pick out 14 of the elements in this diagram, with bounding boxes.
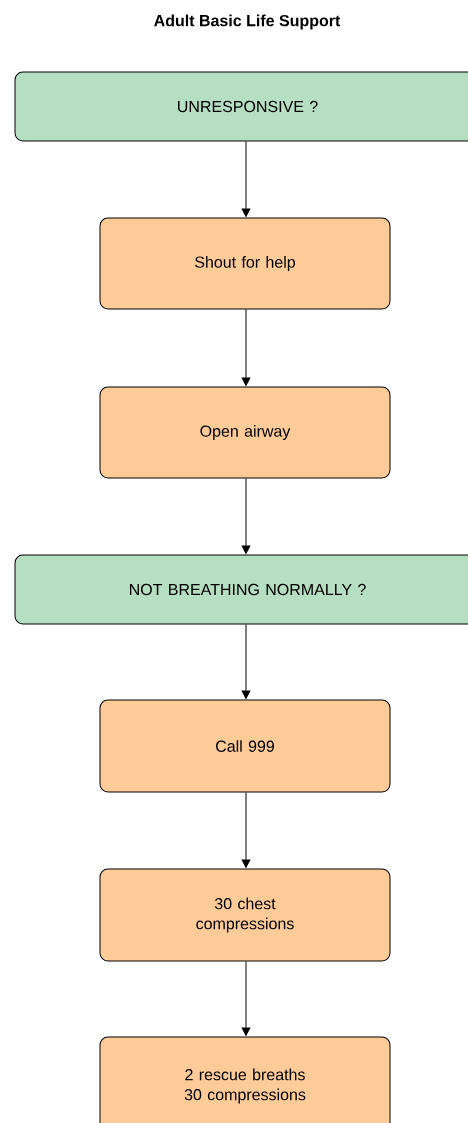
arrow — [241, 478, 251, 554]
step-box: Call 999 — [99, 699, 391, 793]
arrow — [241, 309, 251, 386]
step-box: Shout for help — [99, 217, 391, 310]
arrow — [241, 792, 251, 868]
step-box: Open airway — [99, 386, 391, 479]
arrow — [241, 141, 251, 217]
step-box: 2 rescue breaths 30 compressions — [99, 1036, 391, 1123]
arrow — [241, 961, 251, 1036]
decision-box: NOT BREATHING NORMALLY ? — [14, 554, 468, 625]
decision-box: UNRESPONSIVE ? — [14, 71, 468, 142]
step-box: 30 chest compressions — [99, 868, 391, 962]
arrow — [241, 624, 251, 699]
title: Adult Basic Life Support — [154, 14, 341, 30]
